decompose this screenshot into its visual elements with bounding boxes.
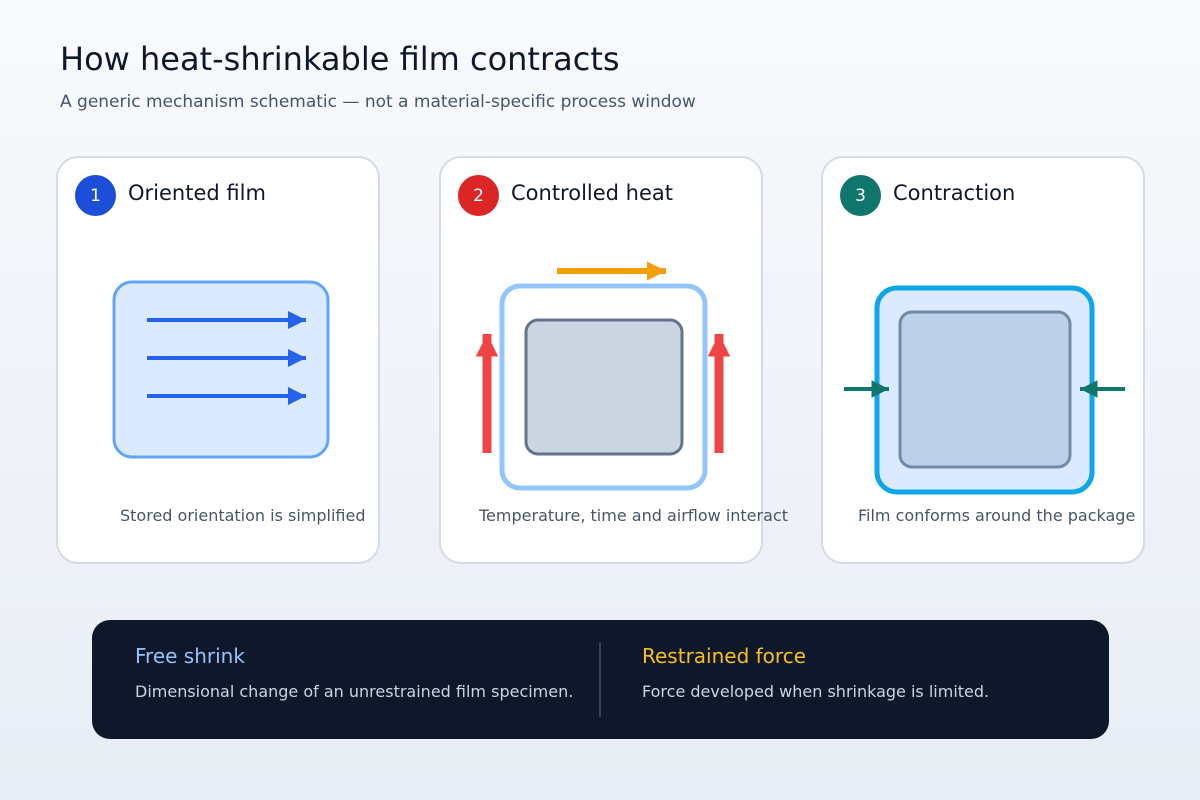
step-title: Oriented film — [128, 181, 266, 205]
step-title: Controlled heat — [511, 181, 674, 205]
contraction-illustration — [844, 285, 1125, 495]
step-caption: Film conforms around the package — [858, 506, 1136, 525]
page-title: How heat-shrinkable film contracts — [60, 40, 620, 78]
package-box — [898, 310, 1072, 469]
step-card-controlled-heat: 2 Controlled heat Temperature, time and … — [439, 156, 788, 564]
definition-term-free-shrink: Free shrink — [135, 644, 245, 668]
definition-term-restrained-force: Restrained force — [642, 644, 806, 668]
controlled-heat-illustration — [475, 261, 731, 491]
step-badge: 3 — [840, 175, 881, 216]
step-card-contraction: 3 Contraction Film conforms around the p… — [821, 156, 1145, 564]
panel-divider — [599, 642, 601, 717]
film-sheet — [112, 280, 330, 459]
oriented-film-illustration — [112, 280, 330, 459]
step-badge: 1 — [75, 175, 116, 216]
step-card-oriented-film: 1 Oriented film Stored orientation is si… — [56, 156, 380, 564]
page-subtitle: A generic mechanism schematic — not a ma… — [60, 92, 696, 112]
definitions-panel: Free shrink Dimensional change of an unr… — [92, 620, 1109, 739]
step-caption: Stored orientation is simplified — [120, 506, 366, 525]
package-box — [524, 318, 684, 456]
step-badge: 2 — [458, 175, 499, 216]
step-title: Contraction — [893, 181, 1016, 205]
definition-text-restrained-force: Force developed when shrinkage is limite… — [642, 682, 990, 701]
step-caption: Temperature, time and airflow interact — [479, 506, 788, 525]
definition-text-free-shrink: Dimensional change of an unrestrained fi… — [135, 682, 574, 701]
